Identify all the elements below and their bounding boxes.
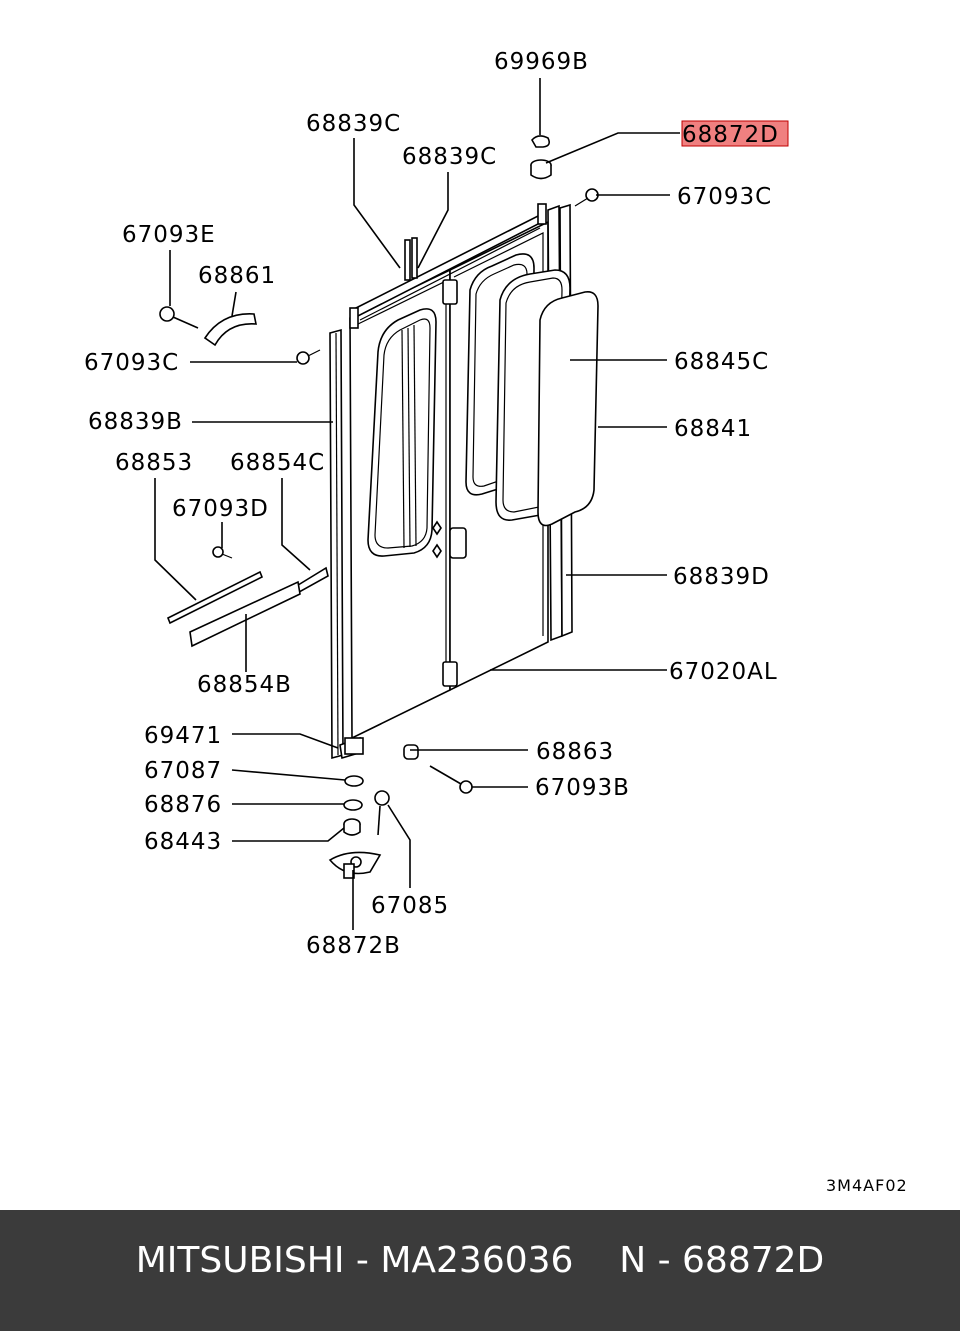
label-67085: 67085	[371, 893, 449, 919]
parts-diagram: 69969B 68872D 68839C 68839C 67093C 67093…	[84, 49, 908, 1195]
label-68839C-b: 68839C	[402, 144, 497, 170]
label-68863: 68863	[536, 739, 614, 765]
label-67093B: 67093B	[535, 775, 630, 801]
leader-lines	[154, 78, 680, 930]
label-67020AL: 67020AL	[669, 659, 778, 685]
door-assembly	[329, 203, 599, 760]
label-68861: 68861	[198, 263, 276, 289]
label-68443: 68443	[144, 829, 222, 855]
part-labels: 69969B 68872D 68839C 68839C 67093C 67093…	[84, 49, 908, 1195]
label-68853: 68853	[115, 450, 193, 476]
label-67093D: 67093D	[172, 496, 269, 522]
label-68876: 68876	[144, 792, 222, 818]
part-highlight	[681, 120, 789, 147]
label-68845C: 68845C	[674, 349, 769, 375]
label-68839B: 68839B	[88, 409, 183, 435]
footer-bar: MITSUBISHI - MA236036 N - 68872D	[0, 1210, 960, 1331]
label-68872D: 68872D	[682, 122, 779, 148]
label-68872B: 68872B	[306, 933, 401, 959]
label-68854B: 68854B	[197, 672, 292, 698]
label-69471: 69471	[144, 723, 222, 749]
footer-title: MITSUBISHI - MA236036 N - 68872D	[135, 1240, 825, 1281]
label-68839D: 68839D	[673, 564, 770, 590]
drawing-code: 3M4AF02	[826, 1176, 908, 1195]
label-67093C-top: 67093C	[677, 184, 772, 210]
label-68854C: 68854C	[230, 450, 325, 476]
label-68839C-a: 68839C	[306, 111, 401, 137]
label-67087: 67087	[144, 758, 222, 784]
label-67093E: 67093E	[122, 222, 216, 248]
label-69969B: 69969B	[494, 49, 589, 75]
label-67093C-left: 67093C	[84, 350, 179, 376]
small-parts	[159, 135, 599, 879]
label-68841: 68841	[674, 416, 752, 442]
